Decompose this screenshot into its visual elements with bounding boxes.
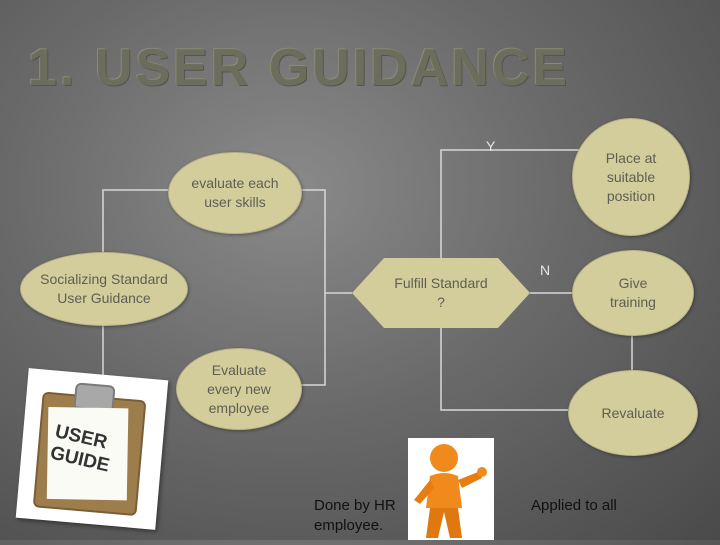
note-done-by: Done by HR employee.: [314, 497, 396, 534]
node-give-training: Give training: [572, 250, 694, 336]
clipboard-image: USER GUIDE: [15, 368, 169, 530]
node-place-position: Place at suitable position: [572, 118, 690, 236]
branch-label-no: N: [540, 262, 551, 278]
connector-skills-to-fulfill: [300, 189, 352, 294]
connector-fulfill-to-revaluate: [440, 328, 568, 411]
node-revaluate: Revaluate: [568, 370, 698, 456]
connector-social-to-skills: [102, 189, 168, 256]
node-fulfill-standard: Fulfill Standard ?: [352, 258, 530, 328]
connector-new-to-fulfill: [300, 293, 326, 386]
node-socializing: Socializing Standard User Guidance: [20, 252, 188, 326]
page-title: 1. USER GUIDANCE: [28, 39, 571, 97]
branch-label-yes: Y: [486, 138, 496, 154]
note-applied: Applied to all: [531, 497, 617, 514]
person-icon: [408, 438, 494, 540]
connector-fulfill-to-place: [440, 149, 600, 258]
node-evaluate-new: Evaluate every new employee: [176, 348, 302, 430]
node-evaluate-skills: evaluate each user skills: [168, 152, 302, 234]
